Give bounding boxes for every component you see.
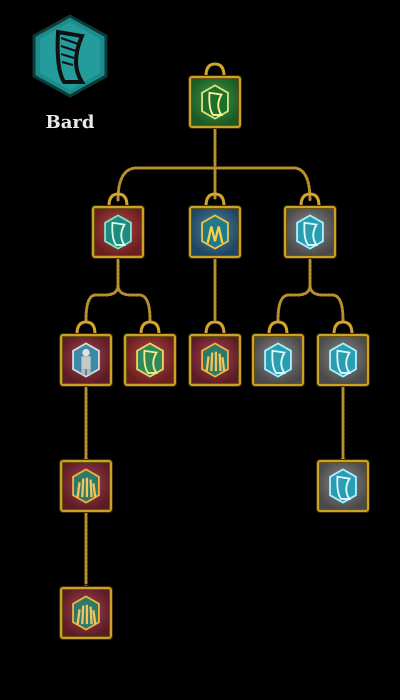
chain-right-b — [308, 283, 345, 322]
skill-node-t1-right[interactable] — [284, 206, 336, 258]
gauntlet-icon — [72, 595, 100, 631]
shackle-n2 — [204, 192, 226, 207]
harp-icon — [296, 214, 324, 250]
class-name-label: Bard — [45, 112, 95, 133]
knight-icon — [72, 342, 100, 378]
harp-icon — [329, 342, 357, 378]
skill-node-root[interactable] — [189, 76, 241, 128]
skill-node-t1-left[interactable] — [92, 206, 144, 258]
skill-node-t2-5[interactable] — [317, 334, 369, 386]
shackle-n7 — [267, 320, 289, 335]
harp-icon — [201, 84, 229, 120]
chain-left-a — [84, 255, 120, 322]
chain-left-b — [116, 283, 152, 322]
gauntlet-icon — [201, 342, 229, 378]
skill-node-t2-3[interactable] — [189, 334, 241, 386]
harp-icon — [201, 214, 229, 250]
skill-node-t2-1[interactable] — [60, 334, 112, 386]
harp-icon — [264, 342, 292, 378]
skill-node-t1-mid[interactable] — [189, 206, 241, 258]
shackle-n8 — [332, 320, 354, 335]
skill-node-t2-2[interactable] — [124, 334, 176, 386]
skill-node-t3-right[interactable] — [317, 460, 369, 512]
shackle-root — [204, 62, 226, 77]
harp-icon — [329, 468, 357, 504]
harp-icon — [32, 14, 108, 98]
skill-node-t3-left[interactable] — [60, 460, 112, 512]
gauntlet-icon — [72, 468, 100, 504]
shackle-n1 — [107, 192, 129, 207]
skill-node-t4-left[interactable] — [60, 587, 112, 639]
shackle-n5 — [139, 320, 161, 335]
chain-right-a — [276, 255, 312, 322]
shackle-n4 — [75, 320, 97, 335]
harp-icon — [104, 214, 132, 250]
shackle-n6 — [204, 320, 226, 335]
shackle-n3 — [299, 192, 321, 207]
skill-node-t2-4[interactable] — [252, 334, 304, 386]
harp-icon — [136, 342, 164, 378]
